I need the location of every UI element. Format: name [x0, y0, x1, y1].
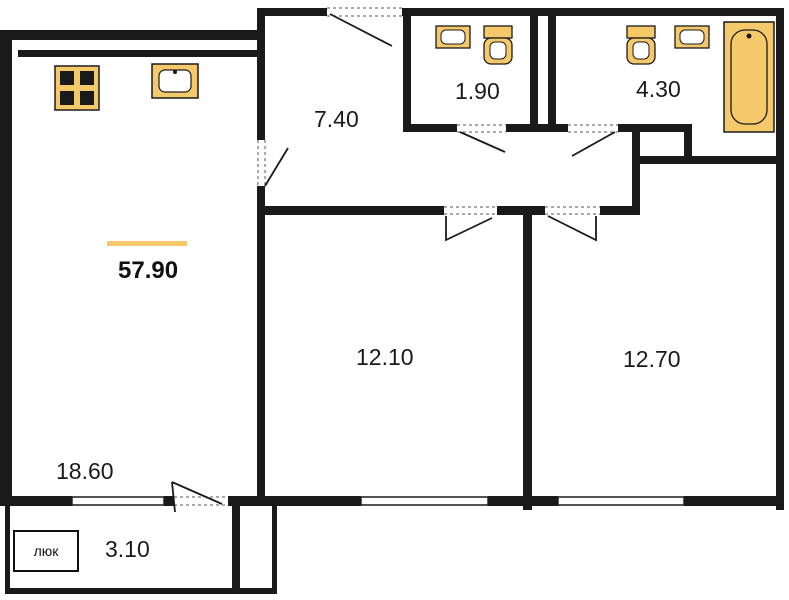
- door-opening: [174, 496, 228, 506]
- wall: [600, 206, 640, 215]
- window: [360, 496, 489, 506]
- washbasin-icon: [435, 25, 471, 49]
- wall: [523, 206, 532, 510]
- wall: [548, 8, 556, 132]
- room-area-living: 18.60: [56, 458, 114, 484]
- door-leaf: [459, 131, 506, 153]
- wall: [530, 8, 538, 132]
- door-opening: [444, 206, 497, 215]
- room-area-wc: 1.90: [455, 78, 500, 104]
- wall: [228, 496, 361, 506]
- wall: [488, 496, 558, 506]
- wall: [684, 124, 692, 160]
- doors: [174, 7, 618, 506]
- hatch-box: люк: [13, 530, 79, 572]
- door-leaf: [329, 13, 393, 47]
- wall: [272, 506, 277, 594]
- wall: [0, 30, 262, 40]
- wall: [8, 496, 72, 506]
- accent-bar: [107, 241, 187, 246]
- kitchen-sink-icon: [151, 63, 199, 99]
- wall: [402, 8, 784, 16]
- wall: [632, 156, 780, 164]
- door-opening: [568, 124, 618, 133]
- room-area-hall: 7.40: [314, 106, 359, 132]
- door-leaf: [264, 147, 289, 187]
- window: [71, 496, 165, 506]
- room-area-bedroom-2: 12.70: [623, 346, 681, 372]
- door-opening: [457, 124, 506, 133]
- walls: [0, 8, 784, 594]
- door-opening: [545, 206, 600, 215]
- room-area-bedroom-1: 12.10: [356, 344, 414, 370]
- wall: [0, 30, 12, 506]
- door-leaves: [171, 13, 616, 513]
- wall: [776, 8, 784, 510]
- door-leaf: [445, 216, 493, 242]
- door-leaf: [171, 481, 223, 513]
- bathtub-icon: [723, 21, 775, 133]
- door-opening: [327, 7, 402, 17]
- wall: [618, 124, 692, 132]
- wall: [5, 588, 275, 594]
- windows: [71, 496, 685, 506]
- window: [557, 496, 685, 506]
- room-area-balcony: 3.10: [105, 536, 150, 562]
- wall: [497, 206, 545, 215]
- wall: [684, 496, 784, 506]
- wall: [403, 124, 457, 132]
- wall: [262, 206, 444, 215]
- toilet-icon: [626, 25, 656, 65]
- wall: [18, 50, 258, 57]
- door-leaf: [547, 215, 597, 242]
- stove-icon: [54, 65, 100, 111]
- door-opening: [257, 140, 266, 186]
- toilet-icon: [483, 25, 513, 65]
- door-leaf: [571, 131, 616, 157]
- hatch-label: люк: [33, 543, 59, 559]
- total-area: 57.90: [118, 257, 179, 284]
- wall: [232, 506, 240, 591]
- wall: [257, 8, 265, 140]
- wall: [164, 496, 174, 506]
- wall: [5, 506, 10, 594]
- wall: [257, 186, 265, 504]
- wall: [632, 124, 640, 214]
- washbasin-icon: [674, 25, 710, 49]
- room-area-bath: 4.30: [636, 76, 681, 102]
- wall: [257, 8, 327, 16]
- wall: [403, 8, 411, 132]
